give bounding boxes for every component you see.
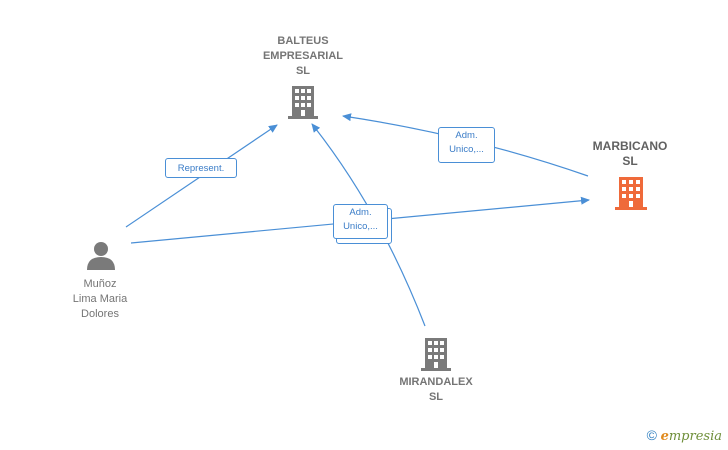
node-label-balteus[interactable]: BALTEUS EMPRESARIAL SL <box>262 35 344 77</box>
edge-label-adm-marbicano-balteus[interactable]: Adm. Unico,... <box>438 127 495 163</box>
person-icon-munoz <box>87 242 115 270</box>
node-label-munoz[interactable]: Muñoz Lima Maria Dolores <box>72 278 128 320</box>
node-label-marbicano[interactable]: MARBICANO SL <box>592 139 668 168</box>
empresia-logo: © empresia <box>646 427 722 444</box>
copyright-icon: © <box>646 427 657 443</box>
node-label-mirandalex[interactable]: MIRANDALEX SL <box>399 376 473 403</box>
edge-label-represent[interactable]: Represent. <box>165 158 237 178</box>
edge-label-adm-center[interactable]: Adm. Unico,... <box>333 204 388 239</box>
building-icon-mirandalex <box>421 338 451 371</box>
building-icon-balteus <box>288 86 318 119</box>
